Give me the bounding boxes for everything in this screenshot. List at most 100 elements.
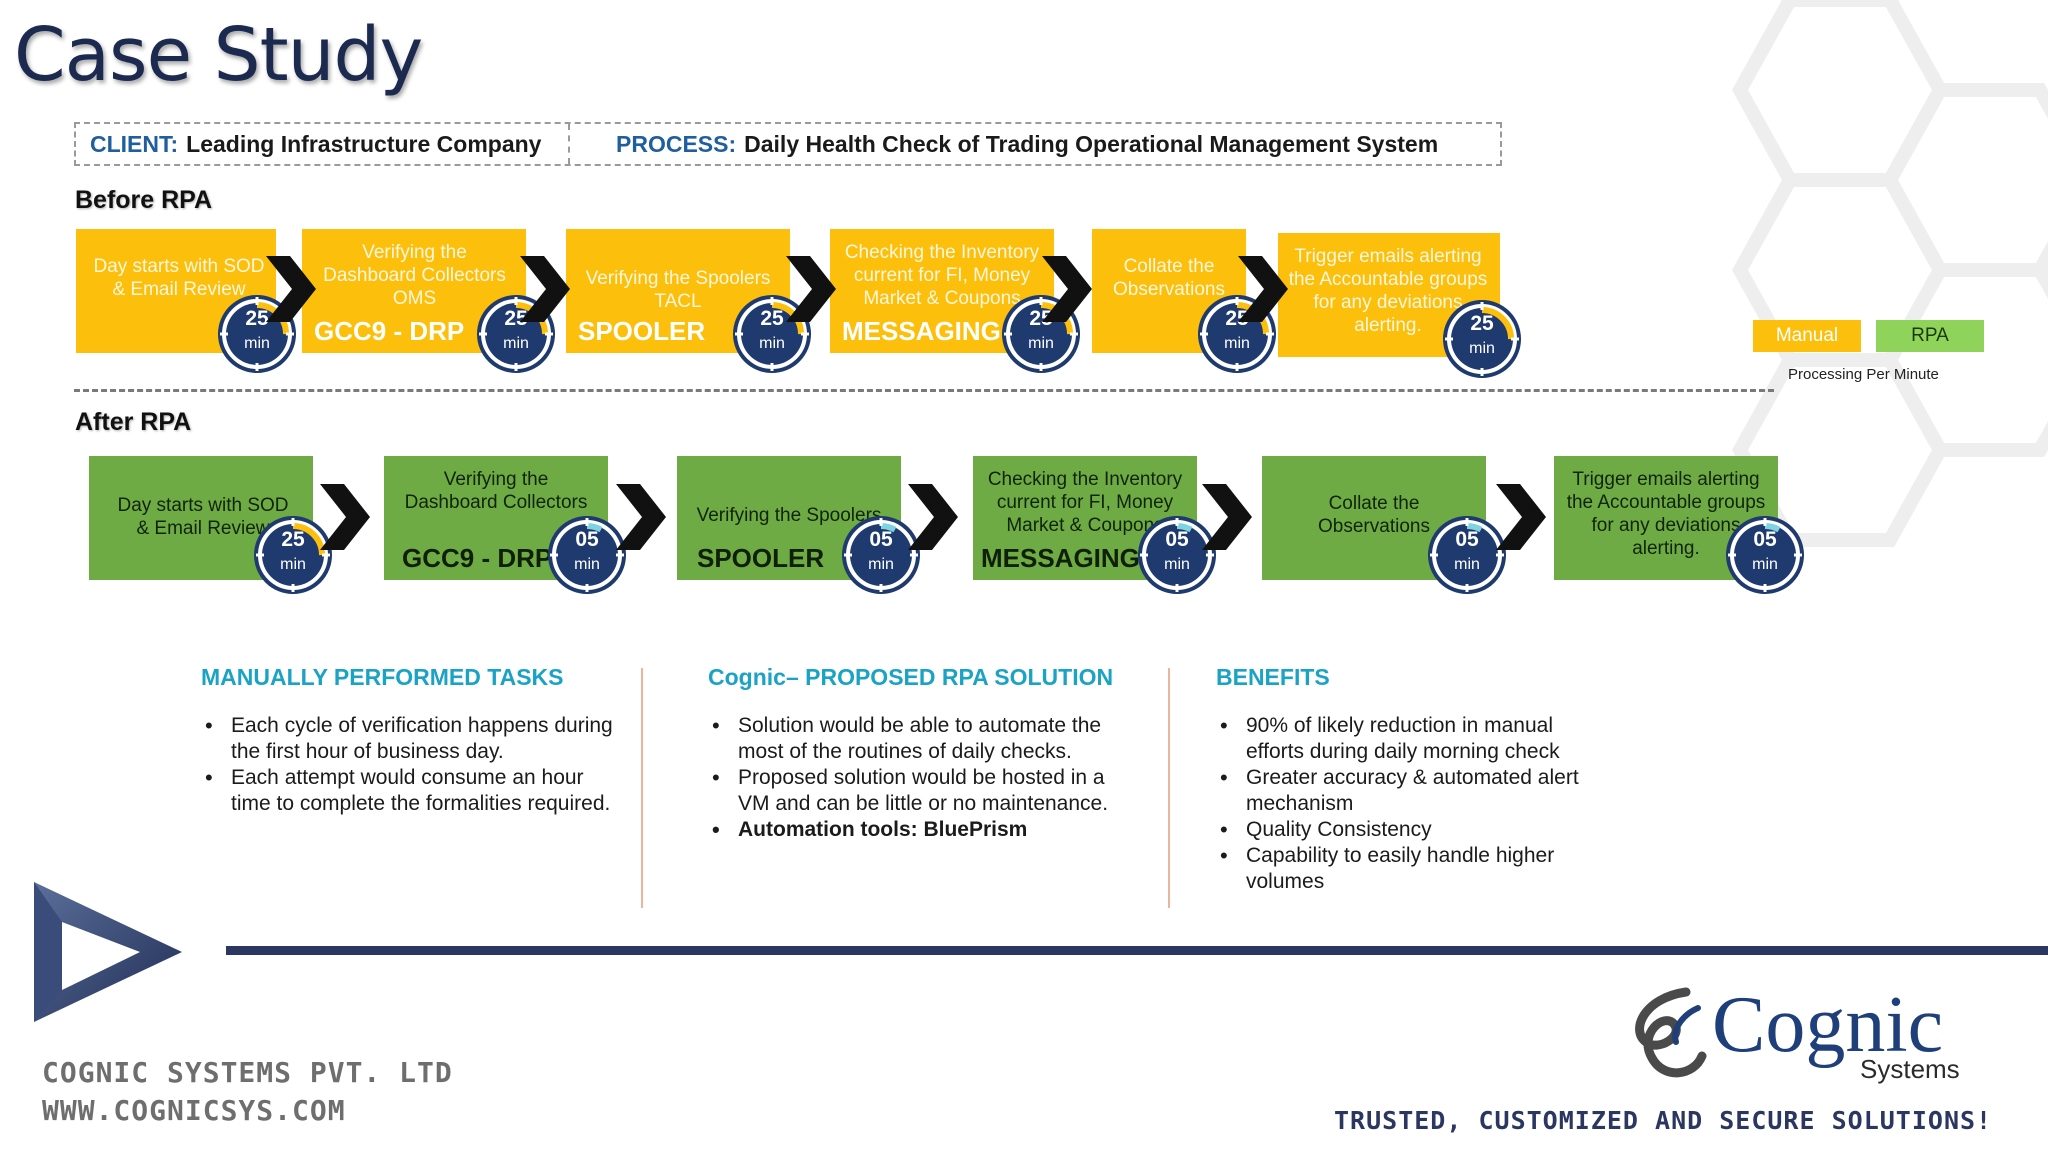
list-item: Each attempt would consume an hour time …: [201, 765, 621, 817]
chevron-right-icon: [908, 484, 958, 550]
step-system-code: GCC9 - DRP: [314, 316, 465, 346]
timer-value: 25: [504, 307, 528, 330]
timer-value: 05: [1753, 528, 1777, 551]
step-system-code: MESSAGING: [981, 543, 1140, 573]
timer-unit: min: [1469, 340, 1495, 357]
timer-value: 05: [1455, 528, 1479, 551]
step-description: Verifying the Dashboard Collectors: [404, 469, 588, 513]
column-divider: [1168, 668, 1170, 908]
step-system-code: SPOOLER: [697, 543, 825, 573]
chevron-right-icon: [616, 484, 666, 550]
process-value: Daily Health Check of Trading Operationa…: [744, 130, 1439, 157]
step-description: Checking the Inventory current for FI, M…: [987, 469, 1183, 536]
timer-value: 25: [1225, 307, 1249, 330]
chevron-right-icon: [1238, 256, 1288, 322]
timer-unit: min: [574, 556, 600, 573]
legend-rpa: RPA: [1876, 320, 1984, 352]
step-description: Collate the Observations: [1113, 256, 1225, 300]
clock-icon: [842, 516, 920, 594]
step-system-code: MESSAGING: [842, 316, 1001, 346]
legend-manual: Manual: [1753, 320, 1861, 352]
step-description: Verifying the Spoolers TACL: [585, 268, 771, 312]
section-divider: [74, 389, 1774, 392]
company-name: COGNIC SYSTEMS PVT. LTD: [42, 1056, 453, 1089]
list-item: 90% of likely reduction in manual effort…: [1216, 713, 1616, 765]
process-cell: PROCESS: Daily Health Check of Trading O…: [570, 124, 1438, 164]
chevron-right-icon: [266, 256, 316, 322]
hexagon-background: [1731, 0, 2048, 547]
timer-value: 25: [760, 307, 784, 330]
chevron-right-icon: [1042, 256, 1092, 322]
timer-badge: 05 min: [1726, 516, 1804, 594]
benefits-column: BENEFITS 90% of likely reduction in manu…: [1216, 664, 1616, 895]
play-logo: [34, 882, 182, 1022]
timer-unit: min: [280, 556, 306, 573]
timer-unit: min: [868, 556, 894, 573]
timer-value: 05: [869, 528, 893, 551]
timer-unit: min: [503, 335, 529, 352]
step-description: Trigger emails alerting the Accountable …: [1566, 469, 1766, 559]
list-item: Proposed solution would be hosted in a V…: [708, 765, 1138, 817]
list-item: Capability to easily handle higher volum…: [1216, 843, 1616, 895]
timer-badge: 05 min: [842, 516, 920, 594]
timer-unit: min: [1752, 556, 1778, 573]
step-description: Collate the Observations: [1318, 493, 1430, 537]
rpa-step-card: Collate the Observations: [1262, 456, 1486, 580]
timer-badge: 05 min: [1428, 516, 1506, 594]
timer-value: 25: [245, 307, 269, 330]
list-item: Greater accuracy & automated alert mecha…: [1216, 765, 1616, 817]
step-system-code: GCC9 - DRP: [402, 543, 553, 573]
brand-subtitle: Systems: [1860, 1054, 1960, 1084]
manual-step-card: Day starts with SOD & Email Review: [76, 229, 276, 353]
manual-tasks-column: MANUALLY PERFORMED TASKS Each cycle of v…: [201, 664, 621, 817]
clock-icon: [1428, 516, 1506, 594]
chevron-right-icon: [1202, 484, 1252, 550]
list-item: Automation tools: BluePrism: [708, 817, 1138, 843]
timer-badge: 05 min: [548, 516, 626, 594]
timer-unit: min: [1454, 556, 1480, 573]
timer-unit: min: [1164, 556, 1190, 573]
step-system-code: SPOOLER: [578, 316, 706, 346]
list-item: Quality Consistency: [1216, 817, 1616, 843]
company-website: WWW.COGNICSYS.COM: [42, 1094, 346, 1127]
step-description: Trigger emails alerting the Accountable …: [1288, 246, 1488, 336]
client-cell: CLIENT: Leading Infrastructure Company: [76, 124, 570, 164]
timer-badge: 05 min: [1138, 516, 1216, 594]
page-title: Case Study: [14, 12, 423, 98]
proposed-solution-heading: Cognic– PROPOSED RPA SOLUTION: [708, 664, 1114, 690]
timer-unit: min: [1028, 335, 1054, 352]
clock-icon: [1726, 516, 1804, 594]
timer-unit: min: [244, 335, 270, 352]
manual-tasks-heading: MANUALLY PERFORMED TASKS: [201, 664, 564, 690]
step-description: Day starts with SOD & Email Review: [117, 495, 289, 539]
clock-icon: [733, 295, 811, 373]
clock-icon: [1138, 516, 1216, 594]
step-description: Day starts with SOD & Email Review: [93, 256, 265, 300]
client-process-bar: CLIENT: Leading Infrastructure Company P…: [74, 122, 1502, 166]
legend-caption: Processing Per Minute: [1788, 366, 1939, 383]
chevron-right-icon: [520, 256, 570, 322]
brand-tagline: TRUSTED, CUSTOMIZED AND SECURE SOLUTIONS…: [1334, 1106, 1993, 1135]
list-item: Solution would be able to automate the m…: [708, 713, 1138, 765]
cognic-logo-icon: [1635, 987, 1707, 1078]
chevron-right-icon: [320, 484, 370, 550]
timer-value: 25: [1029, 307, 1053, 330]
timer-value: 25: [281, 528, 305, 551]
clock-icon: [254, 516, 332, 594]
step-description: Checking the Inventory current for FI, M…: [844, 242, 1040, 309]
timer-value: 05: [1165, 528, 1189, 551]
chevron-right-icon: [786, 256, 836, 322]
benefits-heading: BENEFITS: [1216, 664, 1330, 690]
timer-value: 05: [575, 528, 599, 551]
after-rpa-label: After RPA: [75, 408, 192, 436]
footer-divider: [226, 946, 2048, 955]
timer-badge: 25 min: [254, 516, 332, 594]
chevron-right-icon: [1496, 484, 1546, 550]
rpa-step-card: Checking the Inventory current for FI, M…: [973, 456, 1197, 580]
client-label: CLIENT:: [90, 130, 179, 157]
step-description: Verifying the Dashboard Collectors OMS: [323, 242, 506, 309]
